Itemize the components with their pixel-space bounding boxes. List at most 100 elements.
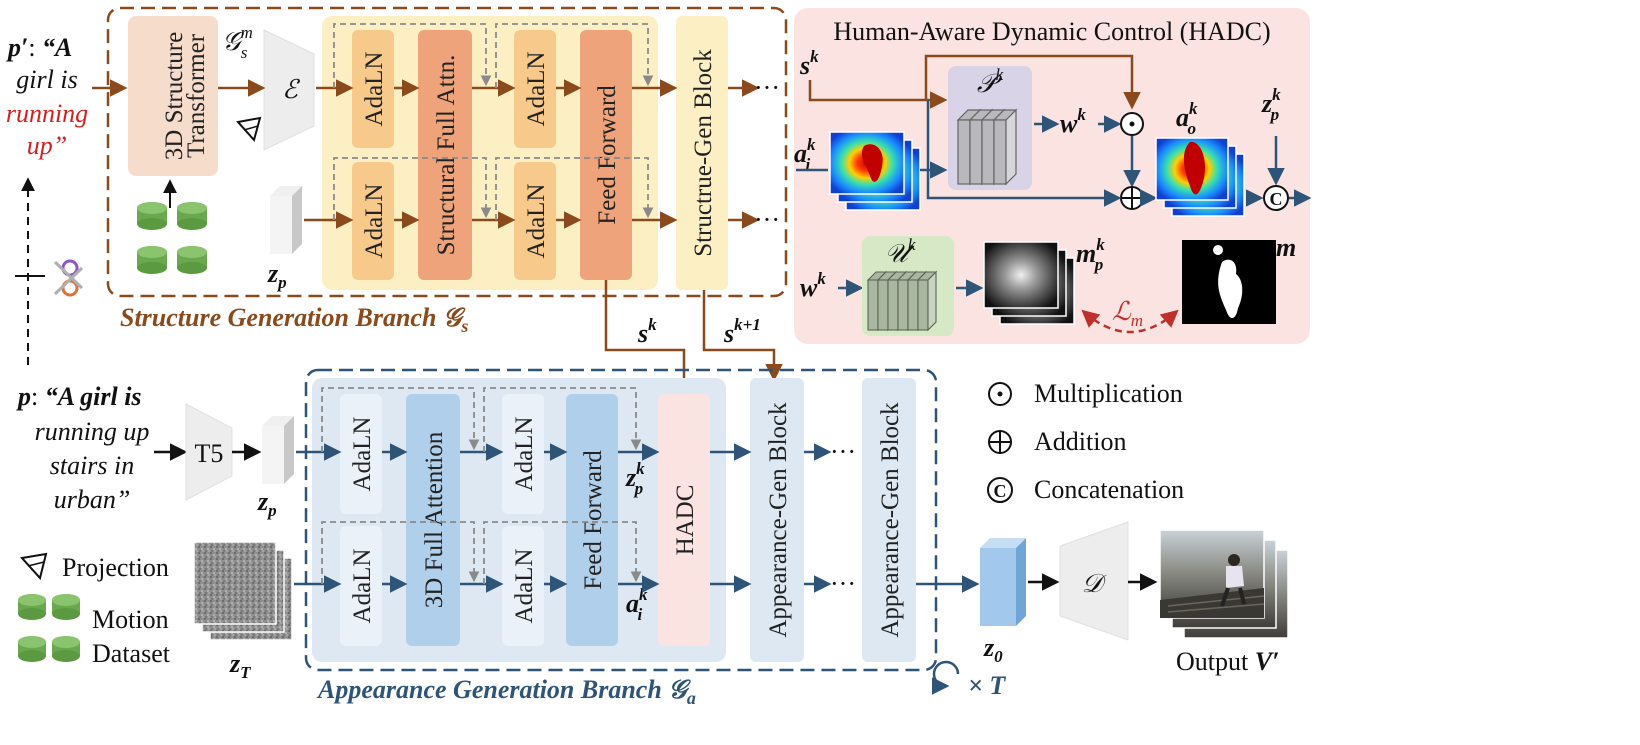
legend-multiplication: Multiplication xyxy=(988,379,1183,408)
loss-label: ℒm xyxy=(1112,297,1143,330)
appearance-skip-dashed xyxy=(321,387,642,584)
structure-branch-frame xyxy=(106,6,788,298)
structure-ellipsis-top: ··· xyxy=(754,73,780,102)
hadc-sk: sk xyxy=(799,47,819,80)
decoder-d xyxy=(1059,521,1129,641)
structure-full-attn: Structural Full Attn. xyxy=(418,30,472,280)
svg-text:Feed Forward: Feed Forward xyxy=(580,450,607,590)
zt-label: zT xyxy=(229,649,251,682)
svg-text:stairs in: stairs in xyxy=(50,451,135,480)
appearance-flow-arrows xyxy=(294,443,980,593)
appearance-branch-title: Appearance Generation Branch 𝒢a xyxy=(316,675,696,708)
structure-branch-title: Structure Generation Branch 𝒢s xyxy=(120,303,468,336)
original-prompt: p: “A girl is running up stairs in urban… xyxy=(16,382,149,514)
appearance-feed-forward: Feed Forward xyxy=(566,394,618,646)
output-label: Output V′ xyxy=(1176,647,1279,676)
svg-text:Structrue-Gen Block: Structrue-Gen Block xyxy=(690,49,717,257)
svg-text:urban”: urban” xyxy=(54,485,131,514)
appearance-adaln-1: AdaLN xyxy=(340,394,382,514)
structure-adaln-3: AdaLN xyxy=(514,30,556,148)
z0-label: z0 xyxy=(983,633,1003,666)
sk-label: sk xyxy=(637,315,657,348)
hadc-sk-lines xyxy=(808,54,1141,110)
hadc-title: Human-Aware Dynamic Control (HADC) xyxy=(833,17,1270,46)
svg-text:Multiplication: Multiplication xyxy=(1034,379,1183,408)
hadc-wk: wk xyxy=(1060,105,1086,138)
appearance-adaln-2: AdaLN xyxy=(340,526,382,646)
appearance-gen-block-1: Appearance-Gen Block xyxy=(750,378,804,662)
appearance-hadc-block: HADC xyxy=(658,394,710,646)
legend-projection: Projection xyxy=(20,552,169,582)
mpk-maps xyxy=(983,241,1075,325)
output-video-frames xyxy=(1159,529,1289,639)
uk-layers xyxy=(866,270,938,332)
pk-layers xyxy=(956,108,1018,186)
multiply-op xyxy=(1120,112,1144,136)
concat-op: C xyxy=(1263,185,1289,211)
svg-text:AdaLN: AdaLN xyxy=(511,417,538,492)
edited-prompt: p′: “A girl is running up” xyxy=(6,33,88,160)
svg-text:Projection: Projection xyxy=(62,553,169,582)
legend-motion-dataset: Motion Dataset xyxy=(18,594,171,668)
aok-heatmap xyxy=(1155,137,1245,217)
svg-text:running up: running up xyxy=(35,417,150,446)
hadc-wk-lower: wk xyxy=(800,269,826,302)
svg-text:Appearance-Gen Block: Appearance-Gen Block xyxy=(877,402,904,638)
appearance-adaln-3: AdaLN xyxy=(502,394,544,514)
appearance-adaln-4: AdaLN xyxy=(502,526,544,646)
appearance-ellipsis-bottom: ··· xyxy=(830,569,856,598)
svg-text:3D Full Attention: 3D Full Attention xyxy=(421,431,448,608)
svg-text:AdaLN: AdaLN xyxy=(361,52,388,127)
zt-noise xyxy=(193,541,293,641)
structure-zp-cube xyxy=(270,186,302,254)
mask-m xyxy=(1182,240,1276,324)
svg-text:AdaLN: AdaLN xyxy=(523,52,550,127)
aik-heatmap xyxy=(829,131,921,211)
svg-text:AdaLN: AdaLN xyxy=(523,184,550,259)
sk1-label: sk+1 xyxy=(723,315,761,348)
hadc-m: m xyxy=(1276,233,1296,262)
motion-dataset-icon xyxy=(137,202,207,274)
svg-text:Dataset: Dataset xyxy=(92,639,171,668)
svg-text:p′: “A: p′: “A xyxy=(6,33,72,62)
svg-text:Concatenation: Concatenation xyxy=(1034,475,1184,504)
appearance-3d-full-attention: 3D Full Attention xyxy=(406,394,460,646)
hadc-heat-paths xyxy=(920,100,1158,207)
svg-text:AdaLN: AdaLN xyxy=(349,417,376,492)
svg-text:3D Structure: 3D Structure xyxy=(161,32,188,160)
loss-arrow xyxy=(1081,309,1179,334)
projection-icon xyxy=(236,116,262,143)
add-op xyxy=(1120,186,1144,210)
svg-text:AdaLN: AdaLN xyxy=(511,549,538,624)
svg-text:AdaLN: AdaLN xyxy=(361,184,388,259)
svg-text:running: running xyxy=(6,99,88,128)
structure-feed-forward: Feed Forward xyxy=(580,30,632,280)
svg-text:girl is: girl is xyxy=(16,65,77,94)
legend-addition: Addition xyxy=(988,427,1126,456)
svg-text:Addition: Addition xyxy=(1034,427,1126,456)
structure-skip-dashed xyxy=(333,23,654,220)
svg-text:Structural Full Attn.: Structural Full Attn. xyxy=(433,55,460,256)
svg-text:Transformer: Transformer xyxy=(183,33,210,158)
svg-text:T5: T5 xyxy=(195,439,224,468)
appearance-zp-label: zp xyxy=(257,487,277,520)
structure-zp-label: zp xyxy=(267,259,287,292)
svg-text:up”: up” xyxy=(27,131,67,160)
svg-text:AdaLN: AdaLN xyxy=(349,549,376,624)
svg-text:C: C xyxy=(994,481,1007,501)
scissors-icon xyxy=(53,259,84,297)
encoder-e xyxy=(263,29,315,151)
svg-text:ℰ: ℰ xyxy=(282,75,300,104)
svg-text:HADC: HADC xyxy=(672,485,699,556)
structure-adaln-2: AdaLN xyxy=(352,162,394,280)
structure-flow-arrows xyxy=(304,79,760,229)
appearance-ellipsis-top: ··· xyxy=(830,437,856,466)
